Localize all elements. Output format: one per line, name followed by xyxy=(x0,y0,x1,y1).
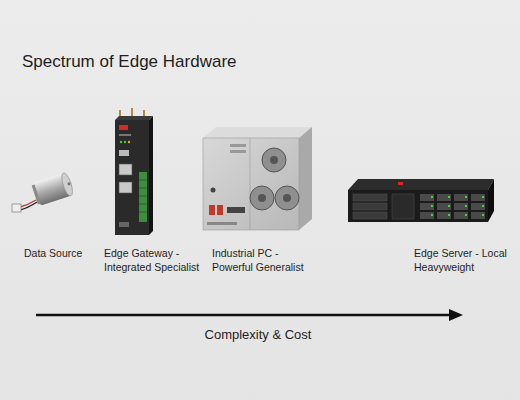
server-illustration-part-part xyxy=(482,205,484,207)
industrial-pc-illustration-part xyxy=(270,156,278,164)
server-illustration-part xyxy=(353,203,387,210)
spectrum-arrow xyxy=(36,309,463,321)
motor-illustration-part-part xyxy=(32,185,41,205)
motor-illustration xyxy=(12,172,75,212)
server-illustration-part-part xyxy=(437,194,451,201)
device-caption: Industrial PC - Powerful Generalist xyxy=(212,247,317,274)
server-illustration-part xyxy=(353,194,387,201)
gateway-illustration-part xyxy=(139,172,147,222)
gateway-illustration-part xyxy=(139,212,147,213)
server-illustration-part-part xyxy=(431,196,433,198)
industrial-pc-illustration-part xyxy=(283,194,291,202)
server-illustration-part-part xyxy=(420,194,434,201)
gateway-illustration-part xyxy=(139,196,147,197)
gateway-illustration-part xyxy=(128,141,130,143)
gateway-illustration-part xyxy=(119,164,132,175)
gateway-illustration-part xyxy=(139,188,147,189)
gateway-illustration-part xyxy=(139,180,147,181)
server-illustration-part xyxy=(398,182,403,185)
server-illustration-part-part xyxy=(471,212,485,219)
device-caption: Edge Gateway - Integrated Specialist xyxy=(104,247,214,274)
gateway-illustration-part xyxy=(139,204,147,205)
server-illustration-part-part xyxy=(437,203,451,210)
gateway-illustration-part xyxy=(119,134,131,136)
motor-illustration-part xyxy=(20,202,37,210)
server-illustration-part xyxy=(431,196,484,216)
device-caption: Edge Server - Local Heavyweight xyxy=(414,247,509,274)
gateway-illustration-part xyxy=(119,125,128,130)
gateway-illustration xyxy=(115,108,153,235)
industrial-pc-illustration xyxy=(203,127,312,230)
server-illustration-part-part xyxy=(437,212,451,219)
server-illustration-part-part xyxy=(431,205,433,207)
server-illustration-part-part xyxy=(482,214,484,216)
industrial-pc-illustration-part xyxy=(207,222,237,225)
server-illustration-part xyxy=(488,179,494,222)
industrial-pc-illustration-part xyxy=(203,127,312,138)
device-caption: Data Source xyxy=(24,247,94,261)
industrial-pc-illustration-part xyxy=(250,138,251,230)
gateway-illustration-part xyxy=(119,150,129,156)
industrial-pc-illustration-part xyxy=(250,186,274,210)
server-illustration-part-part xyxy=(448,196,450,198)
gateway-illustration-part xyxy=(115,116,153,120)
industrial-pc-illustration-part xyxy=(275,186,299,210)
industrial-pc-illustration-part xyxy=(230,144,246,147)
server-illustration-part xyxy=(348,190,488,222)
server-illustration-part-part xyxy=(431,214,433,216)
axis-label: Complexity & Cost xyxy=(148,327,368,344)
motor-illustration-part xyxy=(12,204,21,212)
industrial-pc-illustration-part xyxy=(209,205,215,215)
gateway-illustration-part xyxy=(124,141,126,143)
motor-illustration-part-part xyxy=(67,182,71,186)
server-illustration-part-part xyxy=(465,214,467,216)
industrial-pc-illustration-part xyxy=(230,150,246,153)
server-illustration-part-part xyxy=(465,205,467,207)
server-illustration-part-part xyxy=(420,212,434,219)
server-illustration-part-part xyxy=(454,212,468,219)
industrial-pc-illustration-part xyxy=(211,188,216,193)
industrial-pc-illustration-part xyxy=(227,207,245,213)
industrial-pc-illustration-part xyxy=(203,138,299,230)
gateway-illustration-part xyxy=(115,120,149,235)
server-illustration-part-part xyxy=(448,214,450,216)
server-illustration-part xyxy=(392,194,414,219)
industrial-pc-illustration-part xyxy=(299,127,312,230)
gateway-illustration-part xyxy=(119,182,132,193)
diagram-title: Spectrum of Edge Hardware xyxy=(22,51,237,73)
server-illustration-part-part xyxy=(454,203,468,210)
motor-illustration-part-part xyxy=(60,172,75,197)
server-illustration-part xyxy=(348,179,494,190)
server-illustration-part-part xyxy=(420,203,434,210)
server-illustration-part-part xyxy=(454,194,468,201)
gateway-illustration-part xyxy=(119,222,129,227)
industrial-pc-illustration-part xyxy=(262,148,286,172)
gateway-illustration-part xyxy=(120,141,122,143)
server-illustration-part-part xyxy=(471,203,485,210)
gateway-illustration-part xyxy=(149,116,153,235)
server-illustration-part-part xyxy=(465,196,467,198)
industrial-pc-illustration-part xyxy=(217,205,223,215)
server-illustration-part xyxy=(353,212,387,219)
industrial-pc-illustration-part xyxy=(258,194,266,202)
spectrum-arrow-part xyxy=(449,309,463,321)
server-illustration xyxy=(348,179,494,222)
server-illustration-part-part xyxy=(448,205,450,207)
server-illustration-part-part xyxy=(482,196,484,198)
motor-illustration-part xyxy=(31,172,75,207)
server-illustration-part xyxy=(420,194,485,219)
spectrum-arrow-part xyxy=(36,314,452,317)
server-illustration-part-part xyxy=(471,194,485,201)
